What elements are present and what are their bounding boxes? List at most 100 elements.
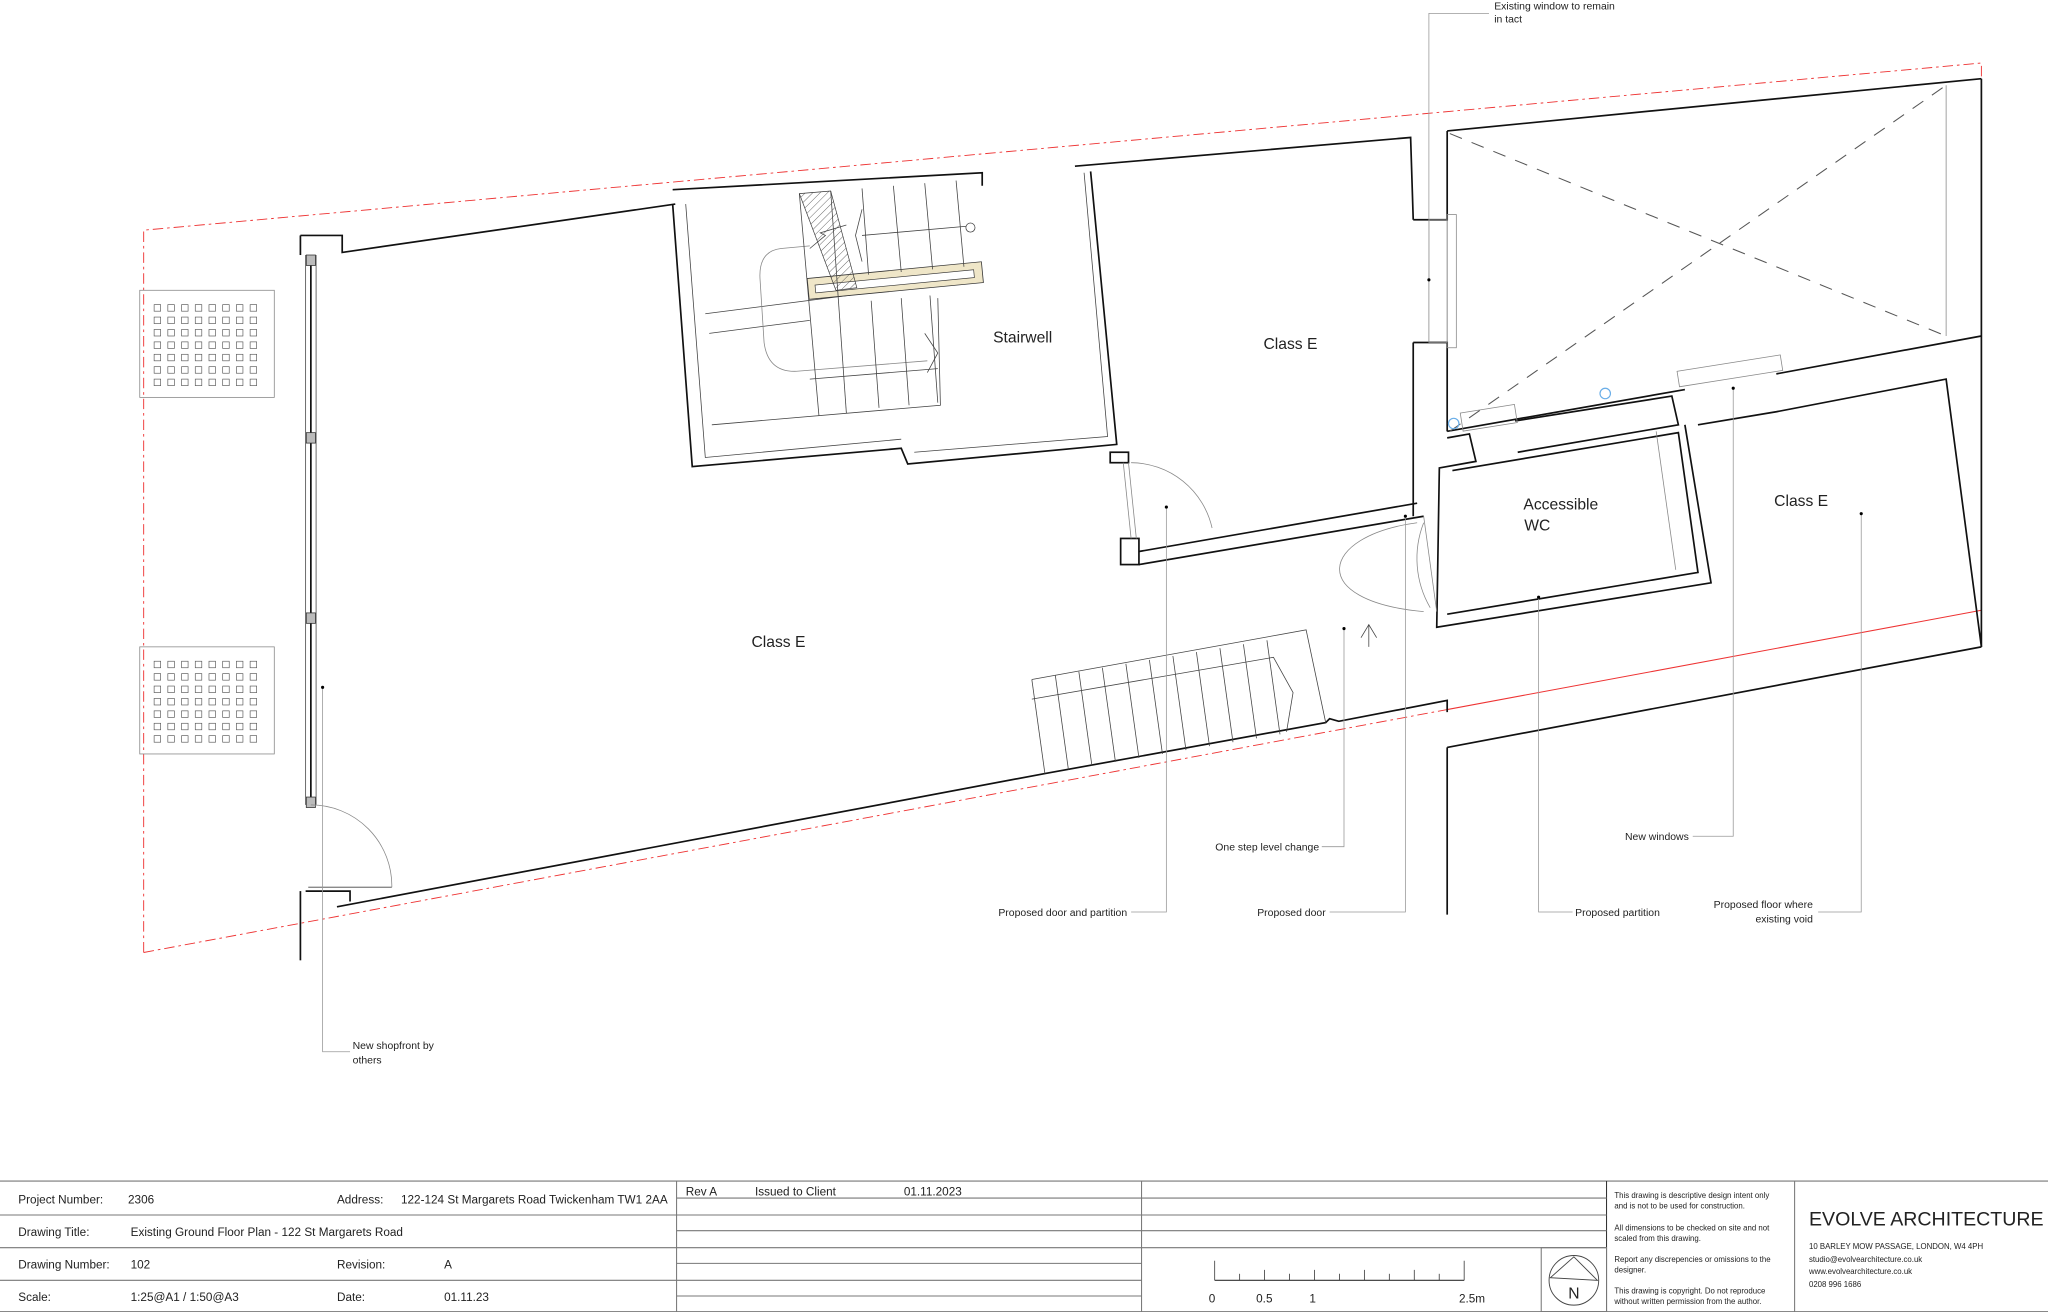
grille-cell [194,710,203,718]
grille-cell [153,660,161,669]
north-arrow-icon: N [1548,1255,1600,1306]
room-labels: Class E Stairwell Class E Accessible WC … [751,330,1828,651]
room-label: Accessible [1523,497,1598,514]
svg-text:0208 996 1686: 0208 996 1686 [1809,1280,1862,1289]
grille-cell [181,660,189,669]
grille-cell [222,685,230,693]
grille-cell [194,341,203,349]
company-contact: 10 BARLEY MOW PASSAGE, LONDON, W4 4PH st… [1808,1242,1983,1289]
grille-cell [167,353,175,362]
grille-cell [208,329,216,337]
grille-cell [181,685,189,693]
grille-cell [167,304,175,312]
grille-cell [222,341,230,349]
grille-cell [208,710,216,718]
scale: 1:25@A1 / 1:50@A3 [131,1291,240,1304]
north-label: N [1568,1286,1579,1303]
grille-cell [181,378,189,386]
address: 122-124 St Margarets Road Twickenham TW1… [401,1193,668,1206]
grille-cell [249,735,257,743]
grille-cell [194,685,203,693]
grille-cell [167,316,175,324]
grille-cell [236,685,244,693]
grille-cell [222,378,230,386]
grille-cell [153,353,161,362]
grille-cell [208,722,216,731]
grille-cell [181,698,189,706]
grille-cell [181,366,189,374]
floor-grille [139,289,275,755]
grille-cell [208,685,216,693]
svg-text:studio@evolvearchitecture.co.u: studio@evolvearchitecture.co.uk [1809,1255,1922,1264]
revision: A [444,1259,452,1272]
drawing-title-label: Drawing Title: [18,1226,89,1239]
grille-cell [181,316,189,324]
grille-cell [208,304,216,312]
grille-cell [153,722,161,731]
grille-cell [153,316,161,324]
annotation-text: Proposed door and partition [998,908,1127,919]
annotation-text: existing void [1755,914,1813,925]
grille-cell [236,378,244,386]
grille-cell [181,304,189,312]
grille-cell [194,366,203,374]
grille-cell [194,660,203,669]
grille-cell [194,353,203,362]
grille-cell [153,341,161,349]
annotation-text: New shopfront by [353,1041,435,1052]
grille-cell [181,341,189,349]
svg-text:and is not to be used for cons: and is not to be used for construction. [1614,1201,1745,1210]
project-number-label: Project Number: [18,1193,103,1206]
annotation-text: in tact [1494,15,1522,26]
marker-icon [1599,387,1612,400]
grille-cell [153,673,161,681]
annotation-text: Proposed partition [1575,908,1660,919]
walls [299,77,1983,961]
grille-cell [208,316,216,324]
room-label: Stairwell [993,330,1052,347]
project-number: 2306 [128,1193,155,1206]
grille-cell [153,378,161,386]
revision-label: Revision: [337,1259,385,1272]
grille-cell [236,316,244,324]
grille-cell [167,685,175,693]
site-boundary [143,62,1982,953]
marker-icon [1447,417,1460,430]
grille-cell [236,722,244,731]
grille-cell [249,341,257,349]
grille-cell [153,304,161,312]
grille-cell [181,735,189,743]
revision-entry: Rev A [686,1185,718,1198]
grille-cell [249,316,257,324]
annotation-text: One step level change [1215,843,1319,854]
grille-cell [222,710,230,718]
annotation-text: Proposed floor where [1714,900,1813,911]
room-label: Class E [1263,336,1317,353]
room-label: Class E [751,634,805,651]
grille-cell [222,353,230,362]
grille-cell [222,722,230,731]
grille-cell [249,329,257,337]
grille-cell [236,735,244,743]
drawing-title: Existing Ground Floor Plan - 122 St Marg… [131,1226,403,1239]
grille-cell [249,710,257,718]
grille-cell [249,685,257,693]
grille-cell [208,735,216,743]
grille-cell [249,304,257,312]
annotation-text: Proposed door [1257,908,1326,919]
grille-cell [167,735,175,743]
grille-cell [167,366,175,374]
grille-cell [222,366,230,374]
grille-cell [181,353,189,362]
grille-cell [181,710,189,718]
grille-cell [194,316,203,324]
grille-cell [208,378,216,386]
grille-cell [167,660,175,669]
revision-entry: Issued to Client [755,1185,837,1198]
grille-cell [153,698,161,706]
grille-cell [153,366,161,374]
room-label: WC [1524,518,1550,535]
svg-text:without written permission fro: without written permission from the auth… [1613,1297,1761,1306]
grille-cell [208,353,216,362]
scale-tick-label: 0.5 [1256,1293,1273,1306]
